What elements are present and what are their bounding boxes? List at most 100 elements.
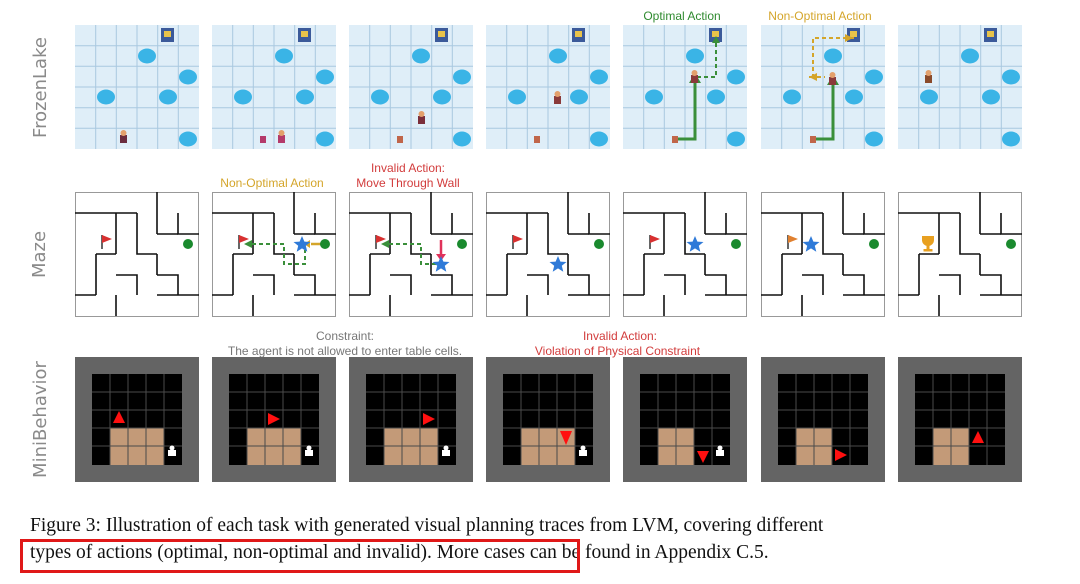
maze-walls: [898, 192, 1022, 316]
annotation-non-optimal-frozenlake: Non-Optimal Action: [768, 9, 872, 23]
agent-arrow-icon: [835, 449, 847, 461]
minibehavior-grid-6: [761, 357, 885, 482]
minibehavior-grid-7: [898, 357, 1022, 482]
start-flag-icon: [101, 235, 112, 249]
goal-dot-icon: [1006, 239, 1016, 249]
ice-hole-icon: [234, 48, 334, 147]
frozenlake-grid-7: [898, 25, 1022, 149]
caption-line-1: Figure 3: Illustration of each task with…: [30, 515, 824, 536]
row-label-maze: Maze: [10, 192, 70, 317]
object-icon: [442, 445, 450, 456]
maze-walls: [486, 192, 610, 316]
minibehavior-grid-4-invalid: [486, 357, 610, 482]
frozenlake-grid-1: [75, 25, 199, 149]
goal-present-icon: [298, 28, 311, 42]
start-marker-icon: [534, 136, 540, 143]
annotation-invalid-wall-line2: Move Through Wall: [356, 176, 460, 190]
optimal-path-arrow: [252, 243, 306, 265]
object-icon: [168, 445, 176, 456]
elf-agent-icon: [418, 111, 425, 124]
goal-dot-icon: [869, 239, 879, 249]
maze-grid-7: [898, 192, 1022, 317]
agent-arrow-icon: [113, 411, 125, 423]
goal-present-icon: [572, 28, 585, 42]
maze-walls: [75, 192, 199, 316]
optimal-path-arrow: [675, 81, 697, 141]
minibehavior-grid-3: [349, 357, 473, 482]
annotation-non-optimal-maze: Non-Optimal Action: [220, 176, 324, 190]
highlight-box: [20, 539, 580, 573]
maze-grid-6: [761, 192, 885, 317]
goal-dot-icon: [183, 239, 193, 249]
agent-arrow-icon: [697, 451, 709, 463]
minibehavior-grid-5: [623, 357, 747, 482]
maze-grid-3-invalid: [349, 192, 473, 317]
row-label-maze-text: Maze: [29, 230, 51, 279]
start-flag-icon: [238, 235, 249, 249]
start-marker-icon: [810, 136, 816, 143]
frozenlake-grid-5-optimal: [623, 25, 747, 149]
maze-walls: [761, 192, 885, 316]
agent-star-icon: [686, 236, 704, 252]
elf-agent-icon: [554, 91, 561, 104]
object-icon: [716, 445, 724, 456]
start-marker-icon: [672, 136, 678, 143]
elf-agent-icon: [120, 130, 127, 143]
ice-hole-icon: [371, 48, 471, 147]
agent-star-icon: [432, 256, 450, 272]
maze-walls: [212, 192, 336, 316]
maze-walls: [623, 192, 747, 316]
ice-hole-icon: [920, 48, 1020, 147]
goal-dot-icon: [457, 239, 467, 249]
ice-hole-icon: [97, 48, 197, 147]
minibehavior-grid-1: [75, 357, 199, 482]
annotation-constraint-line2: The agent is not allowed to enter table …: [227, 344, 463, 358]
goal-present-icon: [161, 28, 174, 42]
annotation-invalid-physical-line1: Invalid Action:: [582, 329, 658, 343]
start-flag-icon: [787, 235, 798, 249]
maze-walls: [349, 192, 473, 316]
start-marker-icon: [397, 136, 403, 143]
annotation-invalid-wall-line1: Invalid Action:: [370, 161, 446, 175]
trophy-icon: [922, 236, 934, 252]
goal-dot-icon: [731, 239, 741, 249]
agent-arrow-icon: [268, 413, 280, 425]
annotation-invalid-physical-line2: Violation of Physical Constraint: [534, 344, 701, 358]
frozenlake-grid-6-non-optimal: [761, 25, 885, 149]
row-label-minibehavior-text: MiniBehavior: [29, 361, 51, 478]
elf-agent-icon: [691, 70, 698, 83]
start-marker-icon: [260, 136, 266, 143]
start-flag-icon: [512, 235, 523, 249]
elf-agent-icon: [925, 70, 932, 83]
row-label-frozenlake-text: FrozenLake: [29, 37, 51, 138]
start-flag-icon: [649, 235, 660, 249]
maze-grid-1: [75, 192, 199, 317]
elf-agent-icon: [829, 72, 836, 85]
goal-present-icon: [709, 28, 722, 42]
ice-hole-icon: [508, 48, 608, 147]
object-icon: [305, 445, 313, 456]
annotation-constraint-line1: Constraint:: [315, 329, 375, 343]
ice-hole-icon: [783, 48, 883, 147]
ice-hole-icon: [645, 48, 745, 147]
agent-star-icon: [293, 236, 311, 252]
agent-arrow-icon: [972, 431, 984, 443]
optimal-path-arrow: [813, 83, 835, 141]
agent-star-icon: [802, 236, 820, 252]
goal-dot-icon: [594, 239, 604, 249]
maze-grid-5: [623, 192, 747, 317]
goal-present-icon: [435, 28, 448, 42]
row-label-frozenlake: FrozenLake: [10, 25, 70, 150]
agent-arrow-icon: [423, 413, 435, 425]
frozenlake-grid-4: [486, 25, 610, 149]
annotation-optimal-action: Optimal Action: [643, 9, 721, 23]
start-flag-icon: [375, 235, 386, 249]
caption-line-2: types of actions (optimal, non-optimal a…: [30, 542, 769, 563]
minibehavior-grid-2: [212, 357, 336, 482]
goal-present-icon: [984, 28, 997, 42]
elf-agent-icon: [278, 130, 285, 143]
agent-star-icon: [549, 256, 567, 272]
optimal-path-arrow: [389, 243, 442, 265]
agent-arrow-icon: [560, 431, 572, 445]
frozenlake-grid-3: [349, 25, 473, 149]
